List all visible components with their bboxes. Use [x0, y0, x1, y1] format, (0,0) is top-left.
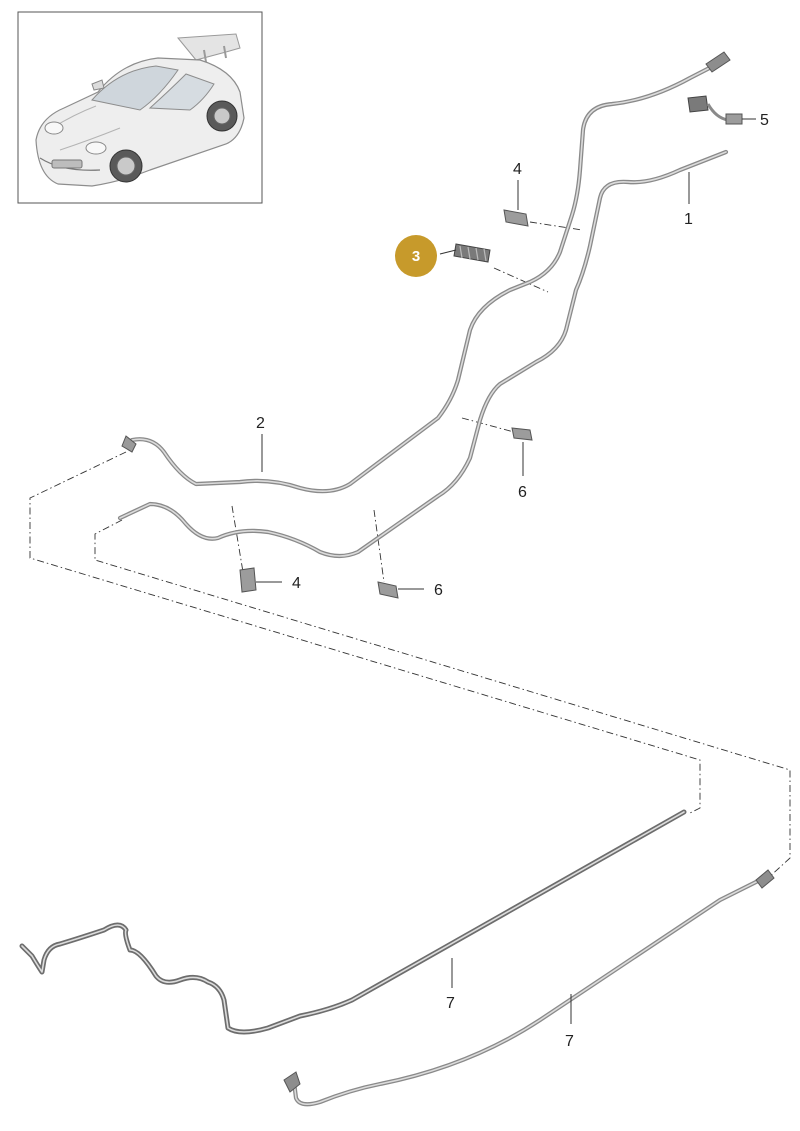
callout-2[interactable]: 2 — [256, 415, 265, 432]
connector-icon — [283, 869, 775, 1093]
car-thumbnail — [17, 11, 263, 204]
holder-icon — [687, 95, 743, 125]
callout-6-upper[interactable]: 6 — [518, 484, 527, 501]
fuel-line-7a — [19, 809, 687, 1035]
car-thumbnail-icon — [35, 33, 245, 187]
callout-1[interactable]: 1 — [684, 211, 693, 228]
callout-4-upper[interactable]: 4 — [513, 161, 522, 178]
leader-lines — [256, 118, 756, 1024]
callout-3-badge[interactable]: 3 — [395, 235, 437, 277]
callout-4-lower[interactable]: 4 — [292, 575, 301, 592]
fuel-line-1 — [117, 149, 729, 559]
fuel-line-7b — [283, 869, 775, 1107]
badge-circle — [395, 235, 437, 277]
reference-lines — [29, 221, 791, 881]
callout-7-right[interactable]: 7 — [565, 1033, 574, 1050]
callout-3: 3 — [412, 248, 420, 265]
callout-7-left[interactable]: 7 — [446, 995, 455, 1012]
connector-icon — [121, 51, 731, 453]
clip-icon — [239, 209, 533, 599]
fuel-line-2 — [121, 51, 731, 494]
callouts: 1 2 3 4 4 5 6 6 7 7 — [256, 112, 769, 1050]
callout-5[interactable]: 5 — [760, 112, 769, 129]
callout-6-lower[interactable]: 6 — [434, 582, 443, 599]
